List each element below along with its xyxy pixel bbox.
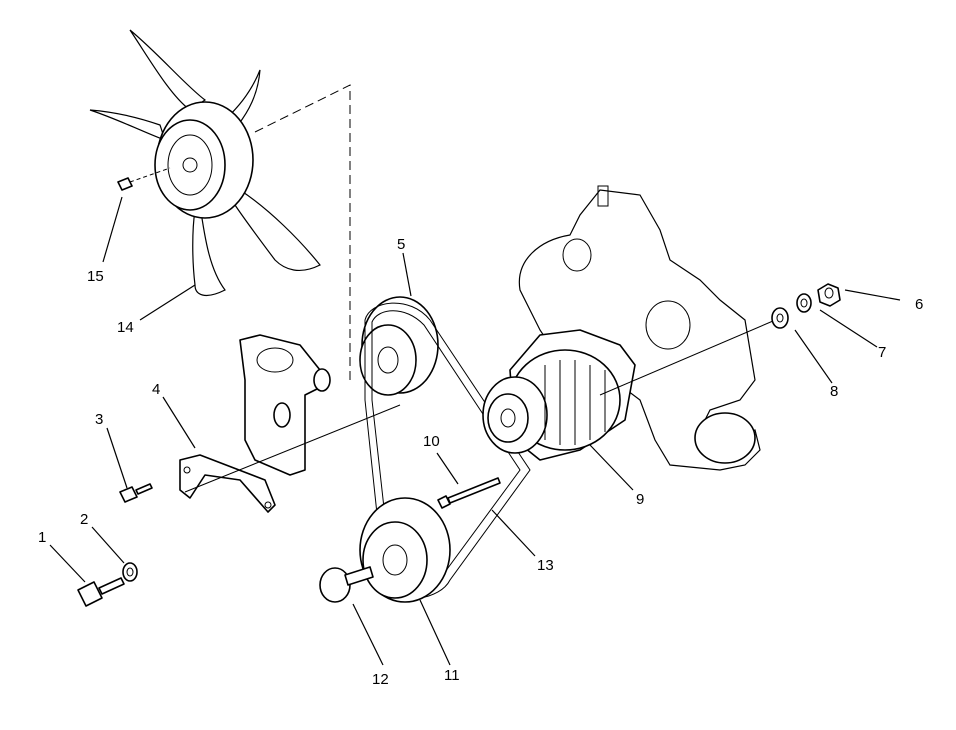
- adjusting-bolt: [437, 477, 501, 509]
- flat-washer: [771, 307, 789, 329]
- lock-washer: [796, 293, 812, 313]
- callout-15: 15: [87, 268, 104, 285]
- callout-4: 4: [152, 381, 160, 398]
- callout-6: 6: [915, 296, 923, 313]
- callout-3: 3: [95, 411, 103, 428]
- callout-9: 9: [636, 491, 644, 508]
- callout-8: 8: [830, 383, 838, 400]
- upper-pulley: [359, 296, 439, 396]
- callout-2: 2: [80, 511, 88, 528]
- callout-7: 7: [878, 344, 886, 361]
- callout-12: 12: [372, 671, 389, 688]
- callout-1: 1: [38, 529, 46, 546]
- callout-11: 11: [444, 667, 460, 684]
- callout-10: 10: [423, 433, 440, 450]
- engine-block: [518, 185, 761, 471]
- crank-pulley: [359, 497, 451, 603]
- callout-13: 13: [537, 557, 554, 574]
- cooling-fan: [89, 29, 321, 297]
- leader-lines: [49, 196, 901, 666]
- callout-5: 5: [397, 236, 405, 253]
- hex-nut: [817, 283, 841, 307]
- thermostat-housing: [239, 334, 331, 476]
- crank-bolt: [319, 566, 374, 603]
- callout-14: 14: [117, 319, 134, 336]
- fan-bolt: [117, 167, 171, 191]
- alternator-bracket: [179, 454, 276, 513]
- bracket-bolt: [119, 483, 153, 503]
- pivot-bolt: [77, 577, 125, 607]
- alternator: [482, 329, 636, 461]
- pivot-washer: [122, 562, 138, 582]
